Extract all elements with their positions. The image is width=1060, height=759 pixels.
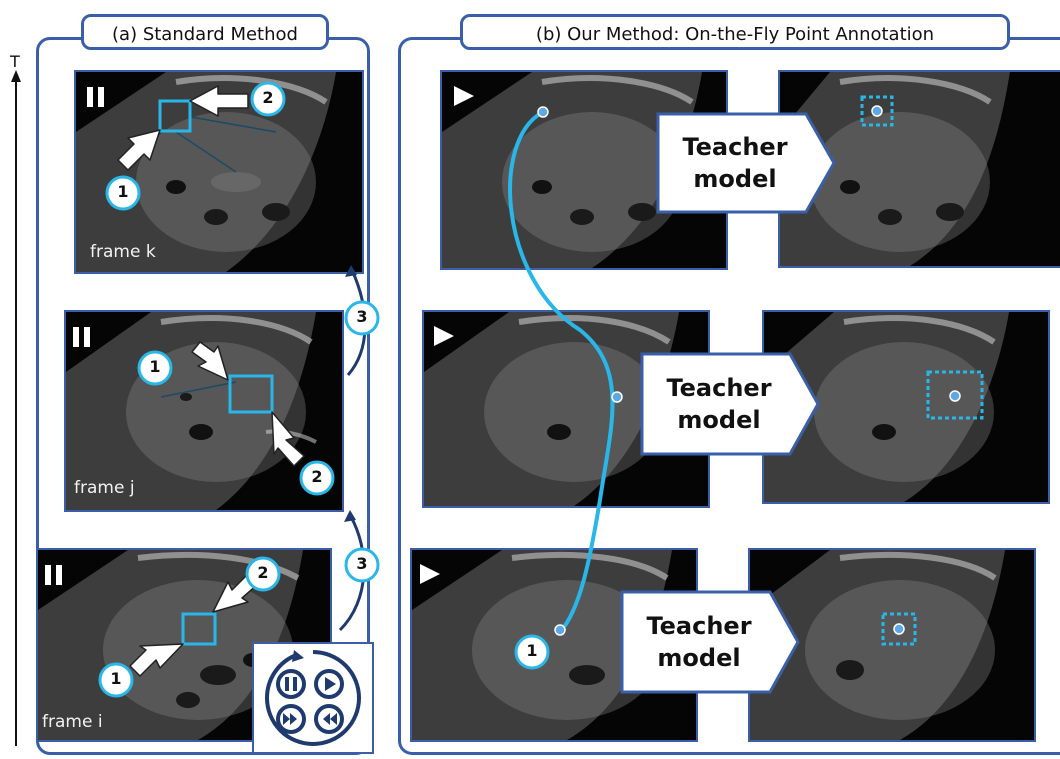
- teacher-model-label-line2: model: [657, 642, 740, 674]
- teacher-model-middle: Teacher model: [640, 352, 820, 456]
- step-1-marker-ours: 1: [524, 641, 540, 660]
- teacher-model-label-line1: Teacher: [666, 372, 771, 404]
- teacher-model-label-line2: model: [677, 404, 760, 436]
- teacher-model-label-line1: Teacher: [682, 131, 787, 163]
- teacher-model-label-line1: Teacher: [646, 610, 751, 642]
- teacher-model-top: Teacher model: [656, 112, 836, 214]
- teacher-model-bottom: Teacher model: [620, 590, 800, 694]
- teacher-model-label-line2: model: [693, 163, 776, 195]
